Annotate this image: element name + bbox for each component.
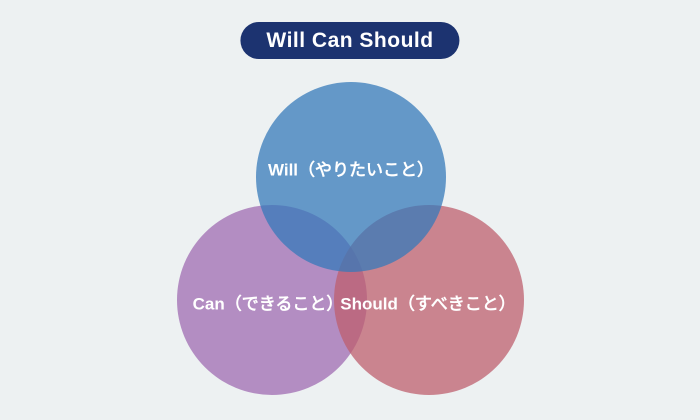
will-circle	[256, 82, 446, 272]
will-circle-label: Will（やりたいこと）	[267, 160, 435, 180]
title-badge: Will Can Should	[240, 22, 460, 59]
should-circle-label: Should（すべきこと）	[340, 294, 516, 314]
can-circle-label: Can（できること）	[192, 294, 344, 314]
